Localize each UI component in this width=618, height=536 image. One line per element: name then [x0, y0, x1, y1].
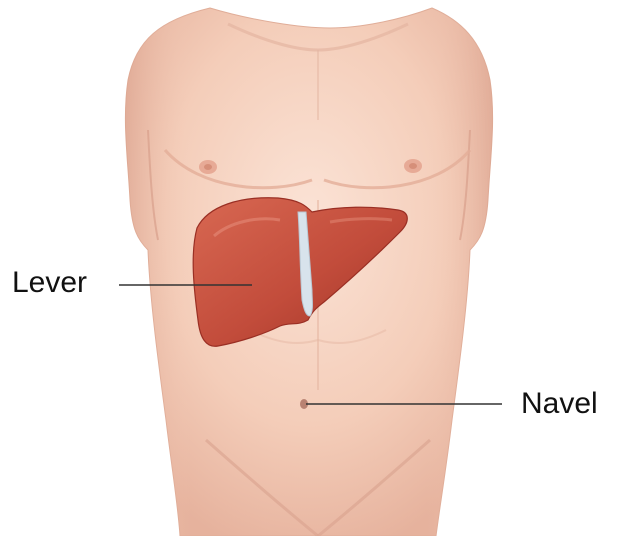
navel-label: Navel	[521, 389, 598, 419]
liver-label: Lever	[12, 268, 87, 298]
